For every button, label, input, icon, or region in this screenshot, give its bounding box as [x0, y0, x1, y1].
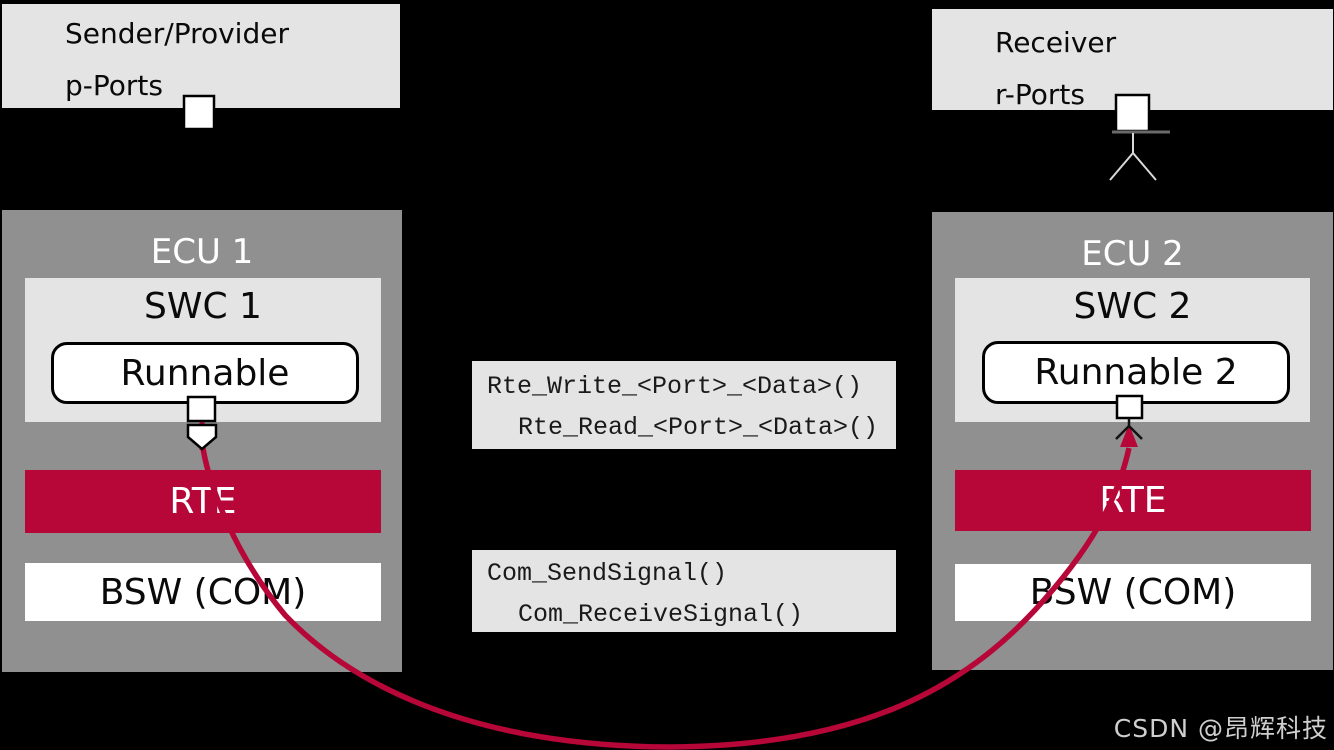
p-ports-label: p-Ports	[65, 69, 163, 102]
com-receive-api: Com_ReceiveSignal()	[518, 600, 804, 629]
r-ports-label: r-Ports	[995, 78, 1085, 111]
rte-write-api: Rte_Write_<Port>_<Data>()	[487, 372, 863, 401]
swc1-title: SWC 1	[144, 286, 262, 327]
sender-provider-label: Sender/Provider	[65, 17, 289, 50]
swc2-title: SWC 2	[1073, 286, 1192, 327]
runnable1-label: Runnable	[120, 352, 290, 394]
bsw2-box: BSW (COM)	[955, 564, 1311, 621]
bsw1-box: BSW (COM)	[25, 563, 381, 621]
receiver-label: Receiver	[995, 26, 1117, 59]
com-api-box: Com_SendSignal() Com_ReceiveSignal()	[472, 550, 896, 632]
ecu2-title: ECU 2	[1081, 234, 1184, 274]
bsw2-label: BSW (COM)	[1029, 572, 1237, 613]
watermark: CSDN @昂辉科技	[1113, 714, 1328, 743]
receiver-legend: Receiver r-Ports	[932, 9, 1333, 110]
rte1-label: RTE	[169, 481, 237, 522]
runnable2-label: Runnable 2	[1034, 352, 1238, 393]
rte2-label: RTE	[1099, 480, 1167, 521]
sender-provider-legend: Sender/Provider p-Ports	[2, 4, 400, 108]
ecu1-title: ECU 1	[150, 232, 254, 272]
rte-api-box: Rte_Write_<Port>_<Data>() Rte_Read_<Port…	[472, 361, 896, 449]
com-send-api: Com_SendSignal()	[487, 559, 728, 588]
rte1-box: RTE	[25, 470, 381, 533]
runnable1-box: Runnable	[51, 342, 359, 404]
legend-require-fork-icon	[1109, 130, 1170, 181]
rte-read-api: Rte_Read_<Port>_<Data>()	[518, 413, 879, 442]
runnable2-box: Runnable 2	[982, 341, 1290, 404]
rte2-box: RTE	[955, 470, 1311, 531]
bsw1-label: BSW (COM)	[99, 571, 307, 613]
